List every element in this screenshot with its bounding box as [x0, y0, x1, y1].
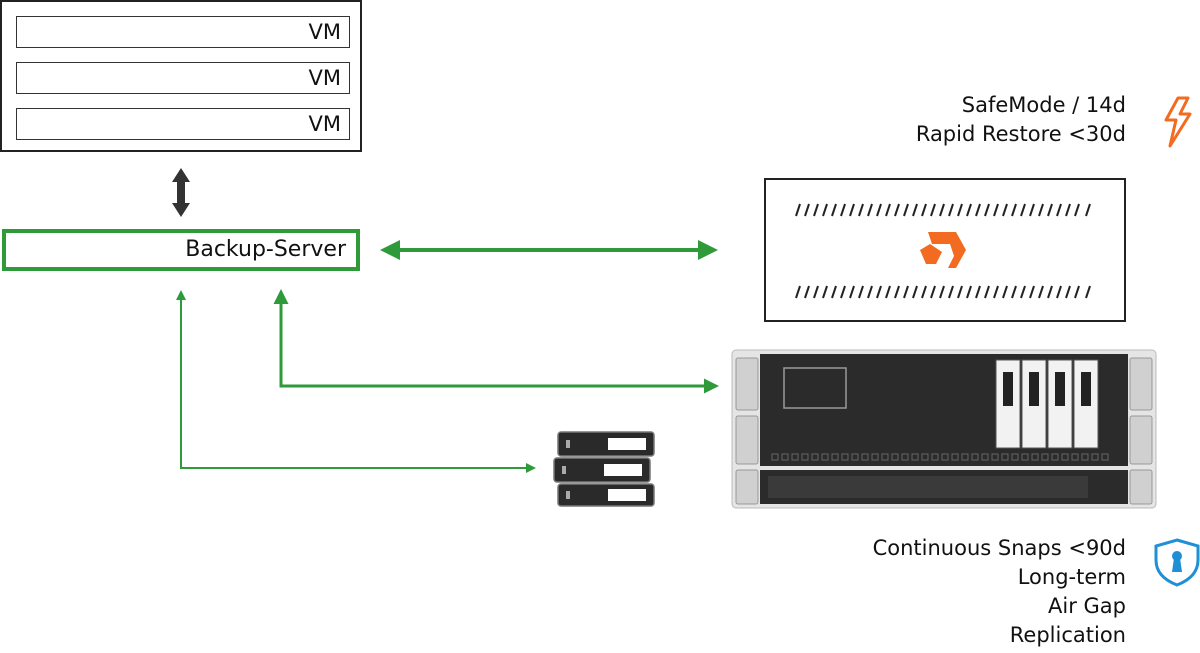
- backup-to-tape-arrow: [176, 290, 536, 473]
- flash-hatch-bottom: [795, 285, 1091, 299]
- backup-server: Backup-Server: [2, 229, 360, 271]
- backup-to-secondary-arrow: [273, 289, 719, 394]
- shield-keyhole-icon: [1154, 538, 1200, 587]
- feature-continuous-snaps: Continuous Snaps <90d: [872, 536, 1126, 560]
- flash-hatch-top: [795, 203, 1091, 217]
- vm-host: VM VM VM: [0, 0, 362, 152]
- small-server-stack: [553, 431, 655, 507]
- feature-safemode: SafeMode / 14d: [961, 93, 1126, 117]
- vm-backup-link-arrow: [172, 168, 190, 217]
- secondary-storage-appliance: [731, 349, 1157, 509]
- vm-1: VM: [16, 16, 350, 48]
- vm-3: VM: [16, 108, 350, 140]
- lightning-bolt-icon: [1164, 96, 1192, 148]
- vendor-logo-icon: [920, 232, 966, 268]
- vm-2: VM: [16, 62, 350, 94]
- feature-long-term: Long-term: [1017, 565, 1126, 589]
- primary-storage-array: [764, 178, 1126, 322]
- feature-rapid-restore: Rapid Restore <30d: [915, 122, 1126, 146]
- primary-storage-features: SafeMode / 14d Rapid Restore <30d: [880, 91, 1126, 149]
- secondary-storage-features: Continuous Snaps <90d Long-term Air Gap …: [840, 534, 1126, 650]
- feature-replication: Replication: [1009, 623, 1126, 647]
- feature-air-gap: Air Gap: [1048, 594, 1126, 618]
